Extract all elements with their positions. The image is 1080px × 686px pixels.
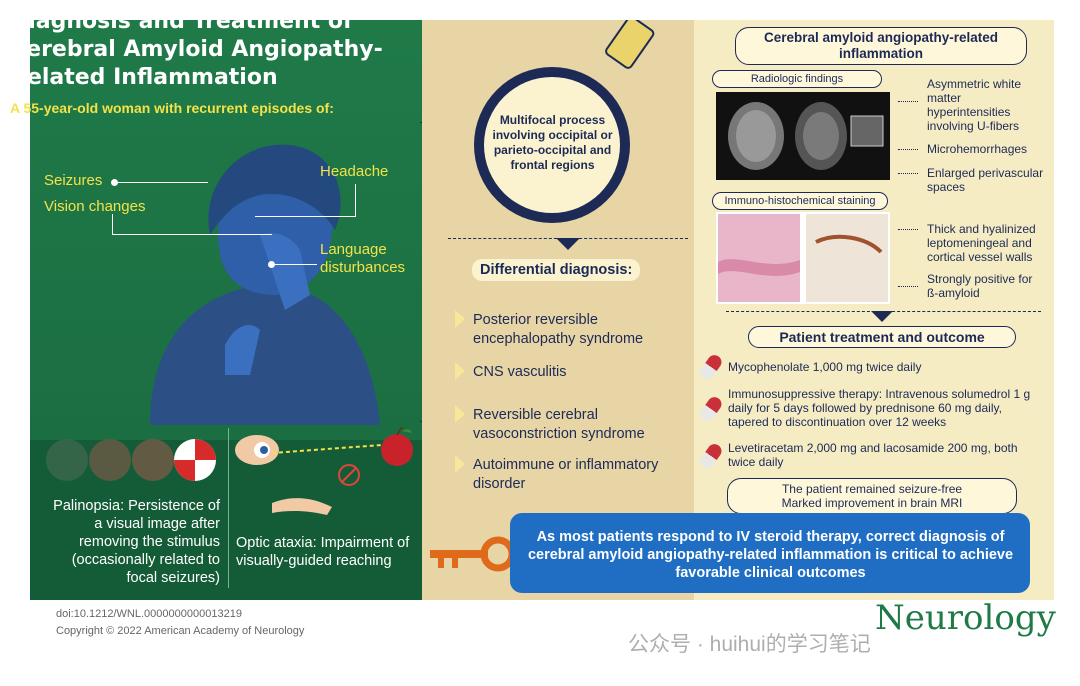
magnifying-glass-icon <box>474 20 655 223</box>
diff-marker-3 <box>455 405 465 423</box>
ihc-finding: Thick and hyalinized leptomeningeal and … <box>927 222 1036 264</box>
conclusion-text: As most patients respond to IV steroid t… <box>527 529 1014 581</box>
optic-ataxia-illustration <box>235 426 413 515</box>
optic-ataxia-text: Optic ataxia: Impairment of visually-gui… <box>236 535 410 569</box>
ihc-label: Immuno-histochemical staining <box>712 192 888 210</box>
right-down-arrow <box>871 311 893 322</box>
symptom-language: Language disturbances <box>320 241 406 276</box>
treatment-title: Patient treatment and outcome <box>748 326 1016 348</box>
treatment-item: Levetiracetam 2,000 mg and lacosamide 20… <box>728 441 1018 469</box>
radiologic-finding: Microhemorrhages <box>927 142 1028 156</box>
palinopsia-text: Palinopsia: Persistence of a visual imag… <box>53 498 220 586</box>
infographic-title: Diagnosis and Treatment of Cerebral Amyl… <box>10 9 383 90</box>
palinopsia-balls-illustration <box>46 439 216 481</box>
diff-marker-2 <box>455 362 465 380</box>
symptom-headache-line-v <box>355 184 356 216</box>
radiologic-finding: Enlarged perivascular spaces <box>927 166 1044 194</box>
ihc-leader-1 <box>898 229 918 230</box>
bottom-divider <box>228 428 229 588</box>
woman-illustration <box>150 144 380 425</box>
ihc-leader-2 <box>898 286 918 287</box>
diff-marker-1 <box>455 310 465 328</box>
symptom-seizures-line <box>118 182 208 183</box>
lens-text: Multifocal process involving occipital o… <box>492 113 613 172</box>
cerebral-header: Cerebral amyloid angiopathy-related infl… <box>735 27 1027 65</box>
ihc-finding: Strongly positive for ß-amyloid <box>927 272 1033 300</box>
differential-item: Autoimmune or inflammatory disorder <box>473 457 659 492</box>
symptom-vision-line-v <box>112 214 113 234</box>
doi-text: doi:10.1212/WNL.0000000000013219 <box>56 608 242 620</box>
case-subtitle: A 55-year-old woman with recurrent episo… <box>10 100 334 116</box>
radio-leader-3 <box>898 173 918 174</box>
histology-images <box>716 212 890 304</box>
radio-leader-2 <box>898 149 918 150</box>
conclusion-banner <box>510 513 1030 593</box>
mri-brain-scans <box>728 102 884 170</box>
differential-item: Posterior reversible encephalopathy synd… <box>473 312 644 347</box>
histology-stains <box>718 214 888 302</box>
symptom-vision: Vision changes <box>44 198 146 215</box>
radio-leader-1 <box>898 101 918 102</box>
differential-title: Differential diagnosis: <box>472 259 641 281</box>
symptom-language-dot <box>268 261 275 268</box>
radiologic-finding: Asymmetric white matter hyperintensities… <box>927 77 1022 133</box>
diff-marker-4 <box>455 455 465 473</box>
outcome-box: The patient remained seizure-free Marked… <box>727 478 1017 514</box>
mri-images <box>716 92 890 180</box>
differential-item: CNS vasculitis <box>473 364 567 380</box>
symptom-seizures-dot <box>111 179 118 186</box>
symptom-headache: Headache <box>320 163 389 180</box>
radiologic-label: Radiologic findings <box>712 70 882 88</box>
symptom-headache-line-h <box>255 216 356 217</box>
copyright-text: Copyright © 2022 American Academy of Neu… <box>56 625 305 637</box>
mid-down-arrow <box>556 238 580 250</box>
differential-item: Reversible cerebral vasoconstriction syn… <box>473 407 645 442</box>
watermark-text: 公众号 · huihui的学习笔记 <box>628 633 871 656</box>
treatment-item: Immunosuppressive therapy: Intravenous s… <box>728 387 1031 429</box>
symptom-vision-line-h <box>112 234 272 235</box>
symptom-seizures: Seizures <box>44 172 103 189</box>
symptom-language-line <box>275 264 317 265</box>
journal-logo: Neurology <box>875 598 1056 638</box>
treatment-item: Mycophenolate 1,000 mg twice daily <box>728 360 922 374</box>
